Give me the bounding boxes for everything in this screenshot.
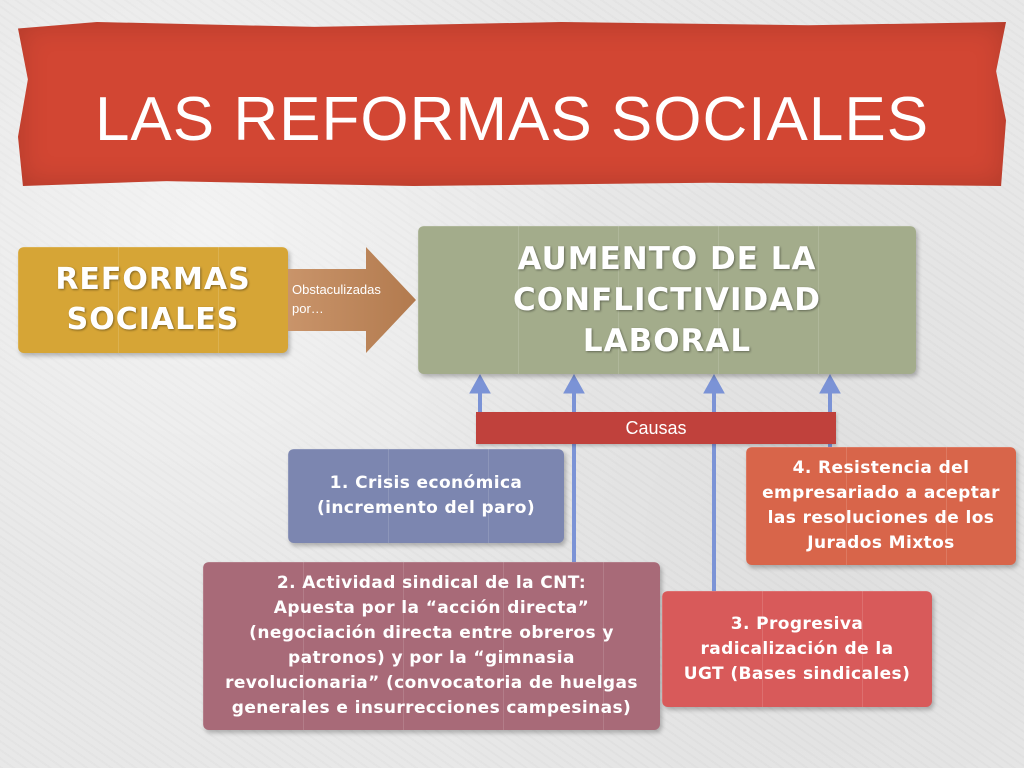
- cause-3-line-3: UGT (Bases sindicales): [683, 663, 911, 684]
- page-title: LAS REFORMAS SOCIALES: [94, 85, 930, 154]
- reformas-line-1: REFORMAS: [55, 262, 251, 297]
- connector-arrowhead-2: [563, 373, 585, 394]
- arrow-label-line-2: por…: [292, 301, 324, 316]
- cause-2-line-6: generales e insurrecciones campesinas): [231, 698, 632, 718]
- cause-1-line-1: 1. Crisis económica: [329, 473, 523, 493]
- cause-4-line-3: las resoluciones de los: [767, 508, 995, 528]
- aumento-conflictividad-box: AUMENTO DE LA CONFLICTIVIDAD LABORAL: [418, 226, 916, 374]
- cause-1-box: 1. Crisis económica (incremento del paro…: [288, 449, 564, 543]
- title-banner: LAS REFORMAS SOCIALES: [18, 22, 1006, 186]
- cause-1-line-2: (incremento del paro): [316, 498, 536, 518]
- cause-2-line-2: Apuesta por la “acción directa”: [273, 598, 590, 618]
- cause-4-box: 4. Resistencia del empresariado a acepta…: [746, 447, 1016, 565]
- aumento-line-3: LABORAL: [582, 322, 752, 359]
- cause-4-line-4: Jurados Mixtos: [807, 533, 955, 553]
- cause-2-line-5: revolucionaria” (convocatoria de huelgas: [225, 673, 638, 693]
- cause-2-line-4: patronos) y por la “gimnasia: [288, 648, 575, 668]
- cause-4-line-2: empresariado a aceptar: [762, 483, 1000, 503]
- arrow-label-line-1: Obstaculizadas: [292, 282, 381, 297]
- arrow-label: Obstaculizadas por…: [292, 280, 412, 318]
- obstaculizadas-arrow: [288, 247, 416, 353]
- reformas-sociales-box: REFORMAS SOCIALES: [18, 247, 288, 353]
- aumento-line-1: AUMENTO DE LA: [517, 240, 817, 277]
- connector-arrowhead-1: [469, 373, 491, 394]
- reformas-line-2: SOCIALES: [66, 302, 240, 337]
- cause-2-line-1: 2. Actividad sindical de la CNT:: [276, 573, 587, 593]
- aumento-line-2: CONFLICTIVIDAD: [513, 281, 821, 318]
- connector-arrowhead-4: [819, 373, 841, 394]
- connector-arrowhead-3: [703, 373, 725, 394]
- cause-2-line-3: (negociación directa entre obreros y: [249, 623, 614, 643]
- cause-3-line-2: radicalización de la: [700, 638, 894, 659]
- cause-4-line-1: 4. Resistencia del: [792, 458, 970, 478]
- causas-bar: Causas: [476, 412, 836, 444]
- cause-3-box: 3. Progresiva radicalización de la UGT (…: [662, 591, 932, 707]
- cause-2-box: 2. Actividad sindical de la CNT: Apuesta…: [203, 562, 660, 730]
- cause-3-line-1: 3. Progresiva: [730, 613, 864, 634]
